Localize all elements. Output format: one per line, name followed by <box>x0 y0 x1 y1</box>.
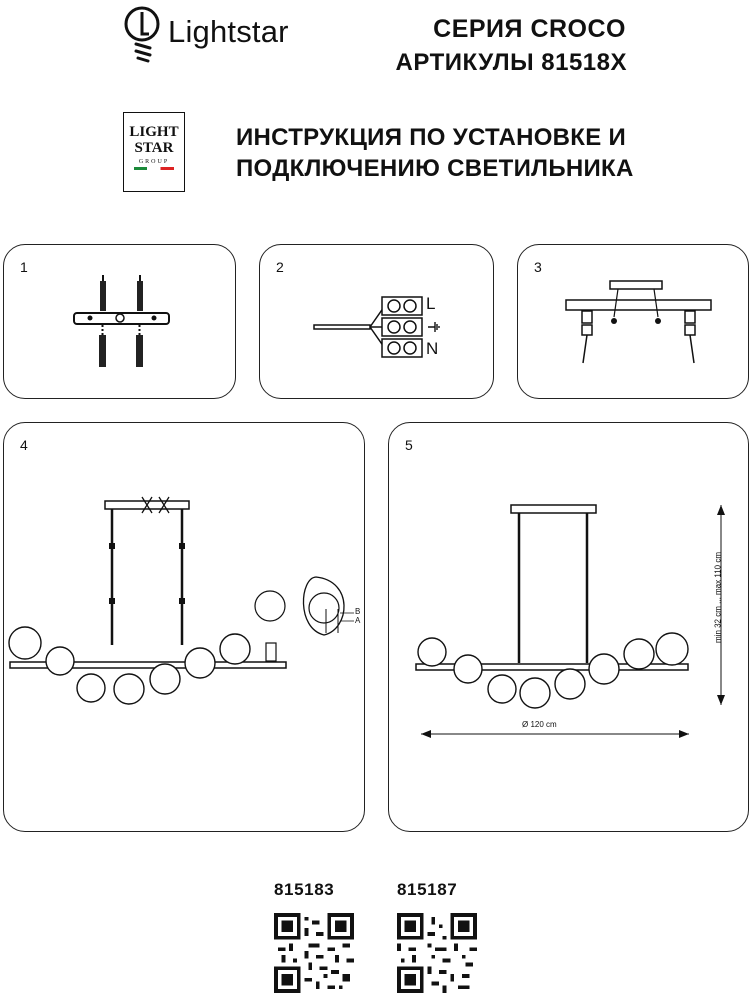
panel-step-1: 1 <box>3 244 236 399</box>
step-number: 3 <box>534 259 542 275</box>
article-code-815183: 815183 <box>274 880 335 899</box>
articles-title: АРТИКУЛЫ 81518X <box>395 49 627 76</box>
terminal-block-illustration <box>313 296 423 358</box>
canopy-mount-illustration <box>565 280 712 364</box>
panel-step-4: 4 B A <box>3 422 365 832</box>
part-label-b: B <box>355 607 361 616</box>
part-label-a: A <box>355 616 361 625</box>
logo-line-light: LIGHT <box>129 124 179 140</box>
instruction-title-line1: ИНСТРУКЦИЯ ПО УСТАНОВКЕ И <box>236 124 627 151</box>
panel-step-2: 2 L N <box>259 244 494 399</box>
brand-logo: Lightstar <box>122 4 362 68</box>
assembly-illustration <box>8 496 354 705</box>
height-dimension-label: min 32 cm ... max 110 cm <box>713 552 723 643</box>
bulb-icon <box>124 6 160 63</box>
ground-icon <box>428 322 440 332</box>
logo-line-star: STAR <box>134 140 174 156</box>
instruction-title-line2: ПОДКЛЮЧЕНИЮ СВЕТИЛЬНИКА <box>236 155 634 182</box>
series-title: СЕРИЯ CROCO <box>433 15 626 43</box>
terminal-label-l: L <box>426 294 436 313</box>
step-number: 1 <box>20 259 28 275</box>
qr-code-icon <box>397 913 477 993</box>
article-code-815187: 815187 <box>397 880 458 899</box>
logo-flag-stripe <box>134 167 174 170</box>
lightstar-group-logo: LIGHT STAR GROUP <box>123 112 185 192</box>
step-number: 4 <box>20 437 28 453</box>
panel-step-3: 3 <box>517 244 749 399</box>
mounting-bracket-illustration <box>73 275 170 367</box>
panel-step-5: 5 min 32 cm ... max 110 cm Ø 120 cm <box>388 422 749 832</box>
dimensions-illustration <box>415 504 725 738</box>
terminal-label-n: N <box>426 339 439 358</box>
logo-line-group: GROUP <box>138 159 170 165</box>
step-number: 5 <box>405 437 413 453</box>
diameter-dimension-label: Ø 120 cm <box>522 720 557 729</box>
qr-code-icon <box>274 913 354 993</box>
step-number: 2 <box>276 259 284 275</box>
brand-name: Lightstar <box>168 14 289 49</box>
